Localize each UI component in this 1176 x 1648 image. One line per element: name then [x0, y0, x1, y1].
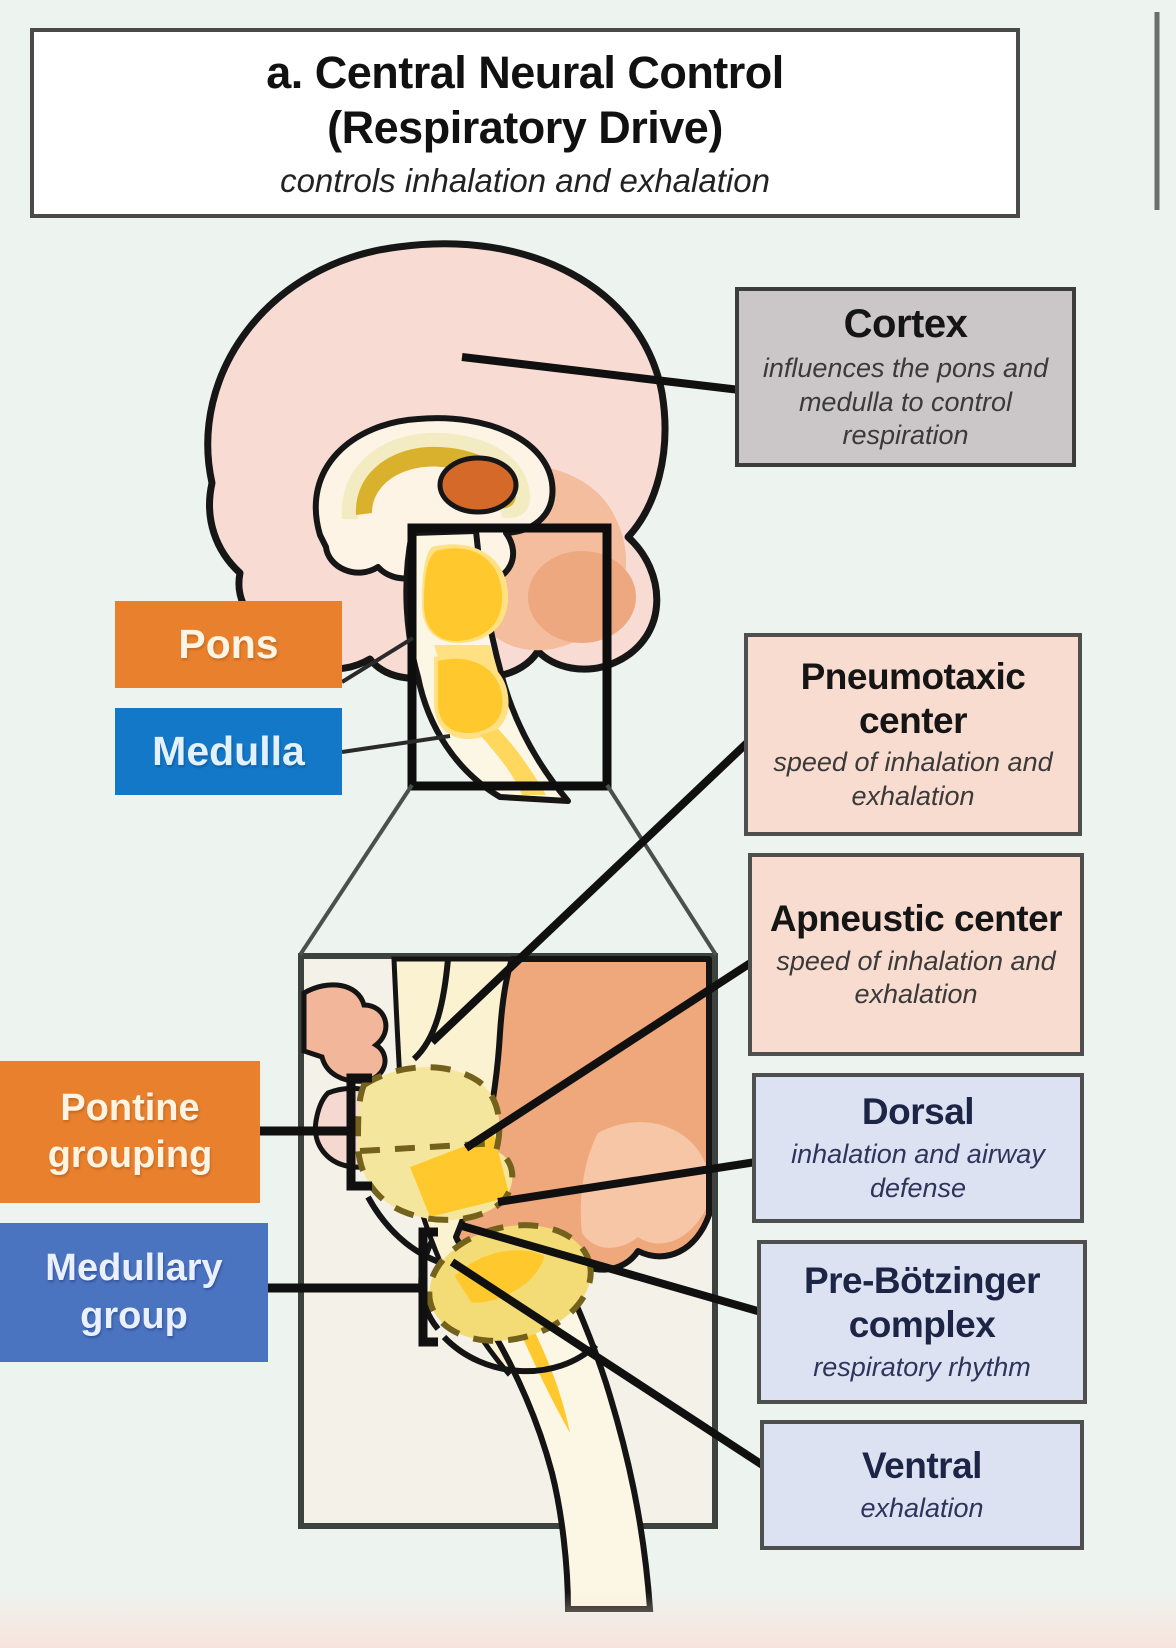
brain-illustration — [204, 240, 669, 804]
callout-pneumotaxic-description: speed of inhalation and exhalation — [773, 747, 1053, 812]
bottom-fade — [0, 1592, 1176, 1648]
label-pons: Pons — [115, 601, 342, 688]
callout-dorsal-description: inhalation and airway defense — [791, 1139, 1045, 1203]
label-medullary-group: Medullary group — [0, 1223, 268, 1362]
title-subtitle: controls inhalation and exhalation — [280, 161, 770, 199]
label-pontine-grouping: Pontine grouping — [0, 1061, 260, 1203]
callout-apneustic-description: speed of inhalation and exhalation — [776, 945, 1056, 1010]
title-line-2: (Respiratory Drive) — [327, 102, 723, 153]
callout-apneustic-center: Apneustic center speed of inhalation and… — [748, 853, 1084, 1056]
callout-cortex: Cortex influences the pons and medulla t… — [735, 287, 1076, 467]
title-panel: a. Central Neural Control (Respiratory D… — [30, 28, 1020, 218]
title-line-1: a. Central Neural Control — [266, 47, 784, 99]
callout-apneustic-title: Apneustic center — [769, 897, 1063, 939]
callout-dorsal: Dorsal inhalation and airway defense — [752, 1073, 1084, 1223]
callout-ventral-description: exhalation — [860, 1492, 984, 1523]
callout-dorsal-title: Dorsal — [861, 1091, 975, 1133]
label-medulla: Medulla — [115, 708, 342, 795]
callout-pre-botzinger-complex: Pre-Bötzinger complex respiratory rhythm — [757, 1240, 1087, 1404]
callout-pre-botzinger-description: respiratory rhythm — [813, 1351, 1031, 1382]
callout-ventral: Ventral exhalation — [760, 1420, 1084, 1550]
callout-pneumotaxic-title: Pneumotaxic center — [800, 656, 1026, 741]
callout-pneumotaxic-center: Pneumotaxic center speed of inhalation a… — [744, 633, 1082, 836]
callout-cortex-title: Cortex — [843, 301, 968, 346]
callout-cortex-description: influences the pons and medulla to contr… — [762, 352, 1049, 451]
brainstem-zoom-illustration — [298, 953, 718, 1612]
callout-ventral-title: Ventral — [862, 1445, 982, 1487]
callout-pre-botzinger-title: Pre-Bötzinger complex — [803, 1260, 1041, 1346]
